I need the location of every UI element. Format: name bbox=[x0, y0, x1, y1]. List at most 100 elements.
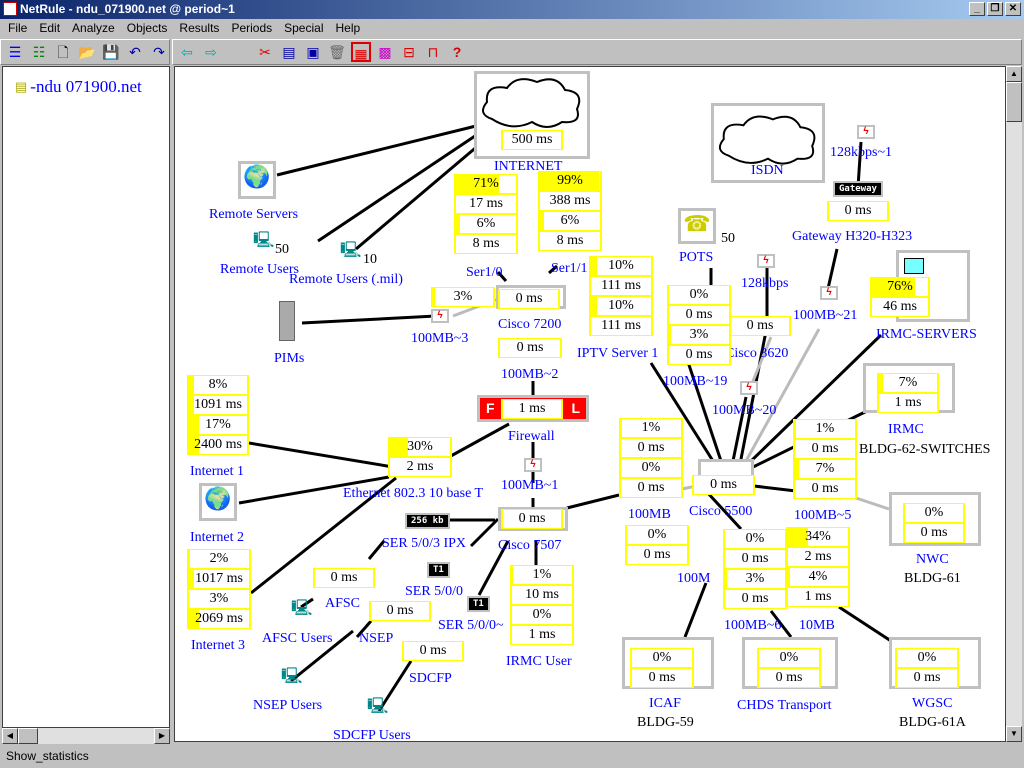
menu-edit[interactable]: Edit bbox=[39, 21, 61, 35]
trash-icon[interactable]: 🗑 bbox=[328, 44, 346, 60]
label-nsep[interactable]: NSEP bbox=[359, 631, 394, 646]
label-wgsc[interactable]: WGSC bbox=[912, 696, 953, 711]
phone-icon[interactable]: ☎ bbox=[678, 208, 716, 244]
minimize-button[interactable]: _ bbox=[969, 2, 985, 16]
label-iptv[interactable]: IPTV Server 1 bbox=[577, 346, 659, 361]
scroll-right-button[interactable]: ▶ bbox=[154, 728, 170, 744]
label-ethernet[interactable]: Ethernet 802.3 10 base T bbox=[343, 486, 484, 501]
scroll-thumb[interactable] bbox=[18, 728, 38, 744]
scroll-up-button[interactable]: ▲ bbox=[1006, 66, 1022, 82]
stats-box-l100m[interactable]: 0%0 ms bbox=[625, 525, 689, 565]
label-cisco5500[interactable]: Cisco 5500 bbox=[689, 504, 753, 519]
stats-box-c7200c[interactable]: 0 ms bbox=[498, 338, 562, 358]
menu-objects[interactable]: Objects bbox=[126, 21, 168, 35]
stats-box-irmc_servers[interactable]: 76%46 ms bbox=[870, 277, 930, 317]
stats-box-chds[interactable]: 0%0 ms bbox=[757, 648, 821, 688]
open-folder-icon[interactable]: 📂 bbox=[78, 44, 96, 60]
label-bldg59[interactable]: BLDG-59 bbox=[637, 715, 694, 730]
label-l100mb5[interactable]: 100MB~5 bbox=[794, 508, 852, 523]
link-256kb-badge[interactable]: 256 kb bbox=[405, 513, 450, 529]
stats-box-sdcfp[interactable]: 0 ms bbox=[402, 641, 464, 661]
label-bldg62[interactable]: BLDG-62-SWITCHES bbox=[859, 442, 991, 457]
label-nsep_users[interactable]: NSEP Users bbox=[253, 698, 323, 713]
label-ser500[interactable]: SER 5/0/0 bbox=[405, 584, 463, 599]
stats-box-c5500[interactable]: 0 ms bbox=[692, 475, 755, 495]
stats-box-nsep[interactable]: 0 ms bbox=[369, 601, 431, 621]
stats-box-internet_cloud[interactable]: 500 ms bbox=[501, 130, 563, 150]
collapse-tree-icon[interactable]: ☷ bbox=[32, 44, 46, 60]
link-icon[interactable]: ϟ bbox=[757, 254, 775, 268]
layout-dotted-icon[interactable]: ▩ bbox=[378, 44, 392, 60]
label-ser500b[interactable]: SER 5/0/0~ bbox=[438, 618, 504, 633]
menu-file[interactable]: File bbox=[8, 21, 28, 35]
save-icon[interactable]: 💾 bbox=[102, 44, 120, 60]
label-bldg61[interactable]: BLDG-61 bbox=[904, 571, 961, 586]
isdn-cloud-icon[interactable] bbox=[711, 103, 825, 183]
scanner-icon[interactable]: ▤ bbox=[282, 44, 296, 60]
computer-icon[interactable]: 🖳 bbox=[253, 232, 275, 249]
label-nwc[interactable]: NWC bbox=[916, 552, 949, 567]
globe-icon[interactable]: 🌍 bbox=[199, 483, 237, 521]
maximize-button[interactable]: ❐ bbox=[987, 2, 1003, 16]
expand-tree-icon[interactable]: ☰ bbox=[8, 44, 22, 60]
forward-arrow-icon[interactable]: ⇨ bbox=[205, 44, 217, 60]
gateway-badge[interactable]: Gateway bbox=[833, 181, 883, 197]
menu-results[interactable]: Results bbox=[179, 21, 220, 35]
layout-icon[interactable]: ▦ bbox=[351, 42, 371, 62]
label-sdcfp[interactable]: SDCFP bbox=[409, 671, 452, 686]
label-remote_users_mil_count[interactable]: 10 bbox=[363, 252, 377, 267]
network-diagram-canvas[interactable]: 🌍 🌍 ☎ 🖳 🖳 🖳 🖳 🖳 F L Gateway 256 kb T1 T1… bbox=[174, 66, 1006, 742]
stats-box-c7507[interactable]: 0 ms bbox=[501, 509, 563, 529]
label-cisco7507[interactable]: Cisco 7507 bbox=[498, 538, 562, 553]
new-file-icon[interactable]: 🗋 bbox=[57, 44, 69, 60]
scroll-down-button[interactable]: ▼ bbox=[1006, 726, 1022, 742]
connect-icon[interactable]: ⊟ bbox=[403, 44, 415, 60]
label-irmc[interactable]: IRMC bbox=[888, 422, 924, 437]
link-icon[interactable]: ϟ bbox=[524, 458, 542, 472]
label-sdcfp_users[interactable]: SDCFP Users bbox=[333, 728, 411, 742]
tree-item-root[interactable]: ▤ -ndu 071900.net bbox=[15, 77, 142, 97]
scroll-left-button[interactable]: ◀ bbox=[2, 728, 18, 744]
label-afsc[interactable]: AFSC bbox=[325, 596, 361, 611]
copy-device-icon[interactable]: ▣ bbox=[306, 44, 320, 60]
stats-box-afsc[interactable]: 0 ms bbox=[313, 568, 375, 588]
label-l100mb3[interactable]: 100MB~3 bbox=[411, 331, 469, 346]
label-pots[interactable]: POTS bbox=[679, 250, 714, 265]
label-irmc_user[interactable]: IRMC User bbox=[506, 654, 572, 669]
label-l100mb21[interactable]: 100MB~21 bbox=[793, 308, 858, 323]
stats-box-c7200a[interactable]: 3% bbox=[431, 287, 495, 307]
server-tower-icon[interactable] bbox=[279, 301, 295, 341]
label-remote_users_mil[interactable]: Remote Users (.mil) bbox=[289, 272, 403, 287]
menu-special[interactable]: Special bbox=[284, 21, 324, 35]
label-gateway[interactable]: Gateway H320-H323 bbox=[792, 229, 913, 244]
label-internet2[interactable]: Internet 2 bbox=[190, 530, 245, 545]
label-l128[interactable]: 128kbps bbox=[741, 276, 789, 291]
label-ser11[interactable]: Ser1/1 bbox=[551, 261, 588, 276]
close-button[interactable]: ✕ bbox=[1005, 2, 1021, 16]
label-ser10[interactable]: Ser1/0 bbox=[466, 265, 503, 280]
label-remote_users[interactable]: Remote Users bbox=[220, 262, 299, 277]
label-cisco3620[interactable]: Cisco 3620 bbox=[725, 346, 789, 361]
stats-box-firewall[interactable]: 1 ms bbox=[501, 399, 563, 419]
label-l100mb[interactable]: 100MB bbox=[628, 507, 671, 522]
label-cisco7200[interactable]: Cisco 7200 bbox=[498, 317, 562, 332]
stats-box-gateway[interactable]: 0 ms bbox=[827, 201, 889, 221]
menu-analyze[interactable]: Analyze bbox=[72, 21, 115, 35]
stats-box-irmc[interactable]: 7%1 ms bbox=[877, 373, 939, 413]
stats-box-c7200b[interactable]: 0 ms bbox=[498, 289, 560, 309]
label-irmc_servers[interactable]: IRMC-SERVERS bbox=[876, 327, 977, 342]
stats-box-ethernet[interactable]: 30%2 ms bbox=[388, 437, 452, 477]
label-afsc_users[interactable]: AFSC Users bbox=[262, 631, 333, 646]
scroll-thumb[interactable] bbox=[1006, 82, 1022, 122]
globe-icon[interactable]: 🌍 bbox=[238, 161, 276, 199]
label-pims[interactable]: PIMs bbox=[274, 351, 305, 366]
label-isdn[interactable]: ISDN bbox=[751, 163, 784, 178]
label-l100mb6[interactable]: 100MB~6 bbox=[724, 618, 782, 633]
label-remote_servers[interactable]: Remote Servers bbox=[209, 207, 299, 222]
